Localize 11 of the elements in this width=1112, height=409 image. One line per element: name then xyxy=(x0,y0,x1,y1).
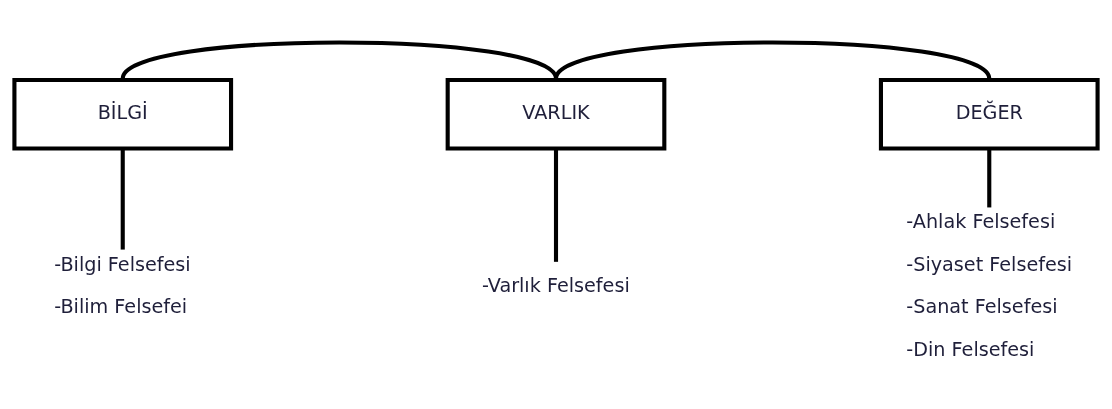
connector xyxy=(121,40,558,80)
node-box: BİLGİ xyxy=(12,77,234,151)
connector xyxy=(554,40,991,80)
connector xyxy=(120,148,125,250)
connector xyxy=(987,148,992,208)
node-text: -Ahlak Felsefesi -Siyaset Felsefesi -Sanat Felsefesi -Din Felsefesi xyxy=(906,210,1073,361)
node-text: -Bilgi Felsefesi -Bilim Felsefei xyxy=(54,252,191,319)
node-box: VARLIK xyxy=(445,77,667,151)
connector xyxy=(553,148,559,262)
node-box: DEĞER xyxy=(878,77,1100,151)
node-text: -Varlık Felsefesi xyxy=(481,274,630,298)
